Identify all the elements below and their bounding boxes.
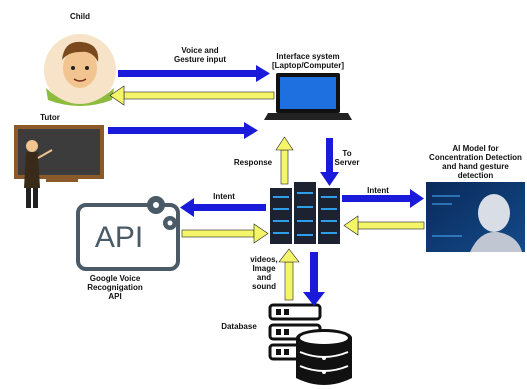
- arrow-api-to-server: [181, 223, 269, 244]
- arrow-server-to-interface: [275, 136, 294, 185]
- voice-gesture-label: Voice and Gesture input: [173, 46, 226, 64]
- arrow-tutor-to-interface: [108, 122, 258, 139]
- api-label: Google Voice Recognigation API: [87, 274, 143, 301]
- arrow-server-to-database: [303, 252, 325, 306]
- child-avatar: [44, 34, 116, 106]
- ai-model-label: AI Model for Concentration Detection and…: [429, 144, 522, 180]
- arrow-interface-to-server: [320, 138, 339, 186]
- intent-ai-label: Intent: [367, 186, 389, 195]
- interface-label: Interface system [Laptop/Computer]: [272, 52, 344, 70]
- videos-label: videos, Image and sound: [250, 255, 278, 291]
- arrow-database-to-server: [278, 248, 300, 301]
- intent-api-label: Intent: [213, 192, 235, 201]
- api-box: [76, 196, 180, 271]
- database-icon: [268, 303, 352, 385]
- arrow-server-to-api: [180, 198, 266, 217]
- response-label: Response: [233, 158, 273, 167]
- tutor-label: Tutor: [40, 113, 60, 122]
- to-server-label: To Server: [334, 149, 360, 167]
- child-label: Child: [70, 12, 90, 21]
- api-logo-text: API: [94, 221, 144, 254]
- server-rack: [270, 182, 340, 244]
- arrow-ai-to-server: [343, 215, 425, 236]
- arrow-interface-to-child: [109, 85, 275, 106]
- laptop-icon: [264, 73, 352, 120]
- ai-model-image: [426, 182, 525, 252]
- tutor-blackboard: [14, 125, 104, 208]
- arrow-child-to-interface: [118, 65, 270, 82]
- database-label: Database: [221, 322, 257, 331]
- arrow-server-to-ai: [342, 189, 424, 208]
